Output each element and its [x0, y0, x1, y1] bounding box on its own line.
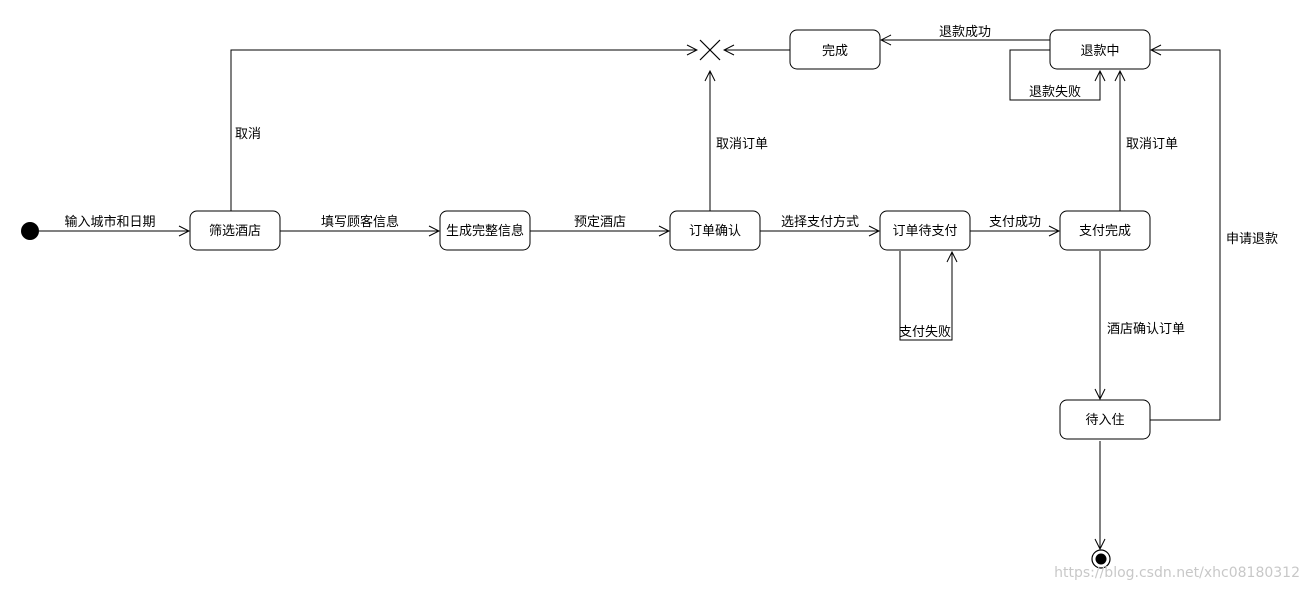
state-filter-hotel[interactable]: 筛选酒店 [189, 210, 281, 251]
label-payment-fail: 支付失败 [899, 325, 951, 340]
state-label: 退款中 [1080, 44, 1119, 59]
state-label: 筛选酒店 [209, 224, 261, 239]
state-label: 待入住 [1085, 413, 1124, 428]
label-cancel: 取消 [235, 127, 261, 142]
label-refund-success: 退款成功 [939, 25, 991, 40]
label-cancel-order-2: 取消订单 [1126, 137, 1178, 152]
label-hotel-confirm: 酒店确认订单 [1107, 322, 1185, 337]
state-payment-done[interactable]: 支付完成 [1059, 210, 1151, 251]
label-apply-refund: 申请退款 [1226, 232, 1278, 247]
label-cancel-order-1: 取消订单 [716, 137, 768, 152]
watermark: https://blog.csdn.net/xhc08180312 [1054, 565, 1300, 581]
label-book-hotel: 预定酒店 [574, 215, 626, 230]
state-generate-info[interactable]: 生成完整信息 [439, 210, 531, 251]
state-order-pending-payment[interactable]: 订单待支付 [879, 210, 971, 251]
state-label: 订单确认 [689, 224, 741, 239]
final-node [1091, 549, 1111, 569]
state-refunding[interactable]: 退款中 [1049, 29, 1151, 70]
label-payment-success: 支付成功 [989, 215, 1041, 230]
edge-pending-self [899, 251, 952, 341]
label-input-city-date: 输入城市和日期 [64, 214, 155, 230]
state-label: 完成 [822, 44, 848, 59]
terminate-node [699, 39, 721, 61]
state-done[interactable]: 完成 [789, 29, 881, 70]
state-label: 生成完整信息 [446, 223, 524, 239]
edge-filter-terminate [230, 50, 697, 211]
label-fill-customer-info: 填写顾客信息 [321, 214, 399, 230]
initial-node [21, 222, 39, 240]
state-pending-checkin[interactable]: 待入住 [1059, 399, 1151, 440]
state-label: 订单待支付 [892, 224, 957, 239]
label-choose-payment: 选择支付方式 [781, 214, 859, 230]
label-refund-fail: 退款失败 [1029, 85, 1081, 100]
edge-checkin-refund [1150, 50, 1221, 421]
state-label: 支付完成 [1079, 224, 1131, 239]
edge-refund-self [1009, 49, 1100, 101]
state-order-confirm[interactable]: 订单确认 [669, 210, 761, 251]
